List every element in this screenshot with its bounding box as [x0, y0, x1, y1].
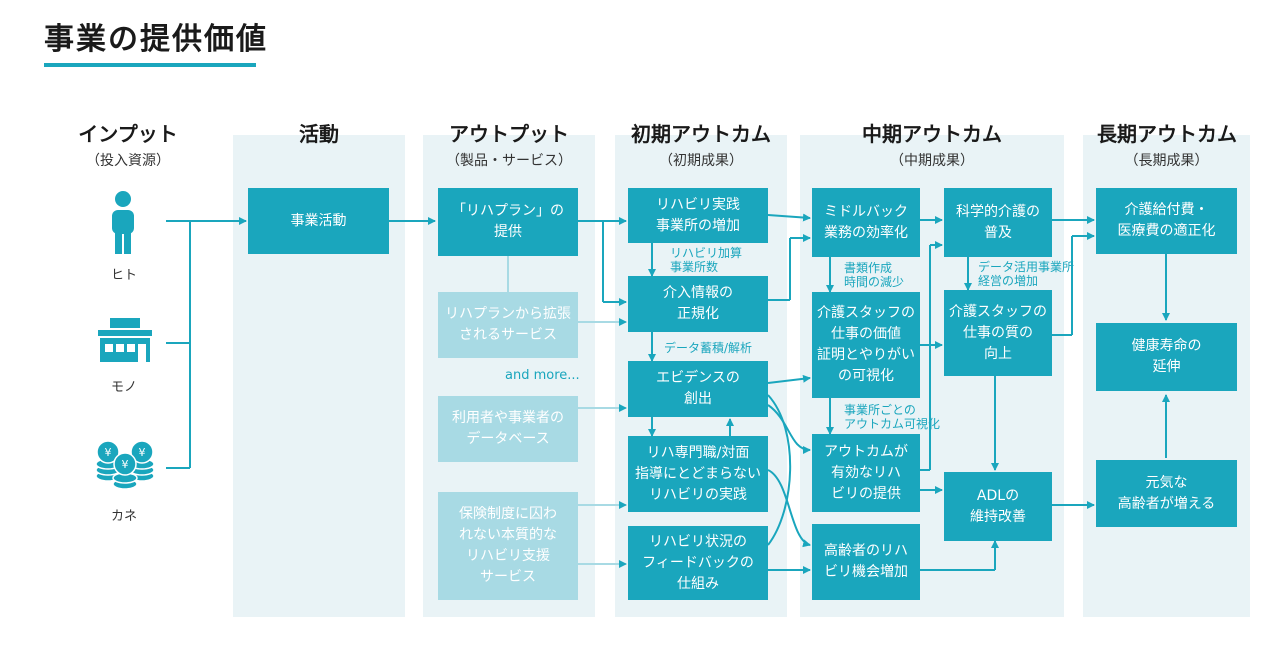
input-column-subtitle: （投入資源） — [86, 153, 170, 169]
activity-column-title: 活動 — [299, 122, 339, 146]
person-icon — [106, 190, 140, 256]
middle-quality-box: 介護スタッフの 仕事の質の 向上 — [944, 290, 1052, 376]
output-column-subtitle: （製品・サービス） — [446, 153, 572, 169]
initial-increase-box: リハビリ実践 事業所の増加 — [628, 188, 768, 243]
long-benefit-box: 介護給付費・ 医療費の適正化 — [1096, 188, 1237, 254]
middle-effective-box: アウトカムが 有効なリハ ビリの提供 — [812, 434, 920, 512]
output-insurance-box: 保険制度に囚わ れない本質的な リハビリ支援 サービス — [438, 492, 578, 600]
shop-icon — [96, 318, 154, 364]
initial-evidence-box: エビデンスの 創出 — [628, 361, 768, 417]
middle-column-title: 中期アウトカム — [862, 122, 1002, 146]
input-people-label: ヒト — [110, 268, 137, 283]
initial-column-title: 初期アウトカム — [631, 122, 771, 146]
long-healthy-box: 元気な 高齢者が増える — [1096, 460, 1237, 527]
long-life-box: 健康寿命の 延伸 — [1096, 323, 1237, 391]
data-use-note: データ活用事業所 経営の増加 — [978, 260, 1075, 288]
input-column-title: インプット — [78, 122, 178, 146]
middle-opportunity-box: 高齢者のリハ ビリ機会増加 — [812, 524, 920, 600]
activity-box: 事業活動 — [248, 188, 389, 254]
initial-column-subtitle: （初期成果） — [659, 153, 743, 169]
output-database-box: 利用者や事業者の データベース — [438, 396, 578, 462]
rehab-add-note: リハビリ加算 事業所数 — [670, 246, 743, 274]
middle-scientific-box: 科学的介護の 普及 — [944, 188, 1052, 257]
data-accum-note: データ蓄積/解析 — [664, 341, 753, 355]
output-extended-box: リハプランから拡張 されるサービス — [438, 292, 578, 358]
long-column-subtitle: （長期成果） — [1124, 153, 1209, 169]
initial-feedback-box: リハビリ状況の フィードバックの 仕組み — [628, 526, 768, 600]
title-underline — [44, 63, 256, 67]
svg-text:¥: ¥ — [139, 446, 146, 459]
output-rehaplan-box: 「リハプラン」の 提供 — [438, 188, 578, 256]
docs-reduce-note: 書類作成 時間の減少 — [844, 261, 905, 289]
middle-value-box: 介護スタッフの 仕事の価値 証明とやりがい の可視化 — [812, 292, 920, 398]
coins-icon: ¥ ¥ ¥ — [94, 436, 156, 492]
and-more-text: and more... — [505, 368, 580, 383]
input-things-label: モノ — [110, 380, 137, 395]
input-money-label: カネ — [110, 509, 137, 524]
middle-efficiency-box: ミドルバック 業務の効率化 — [812, 188, 920, 257]
middle-adl-box: ADLの 維持改善 — [944, 472, 1052, 541]
long-column-title: 長期アウトカム — [1097, 122, 1237, 146]
output-column-title: アウトプット — [449, 122, 569, 146]
svg-text:¥: ¥ — [122, 458, 129, 471]
page-title: 事業の提供価値 — [44, 22, 268, 57]
initial-beyond-box: リハ専門職/対面 指導にとどまらない リハビリの実践 — [628, 436, 768, 512]
svg-text:¥: ¥ — [105, 446, 112, 459]
initial-standardize-box: 介入情報の 正規化 — [628, 276, 768, 332]
middle-column-subtitle: （中期成果） — [890, 153, 974, 169]
outcome-vis-note: 事業所ごとの アウトカム可視化 — [844, 403, 941, 431]
